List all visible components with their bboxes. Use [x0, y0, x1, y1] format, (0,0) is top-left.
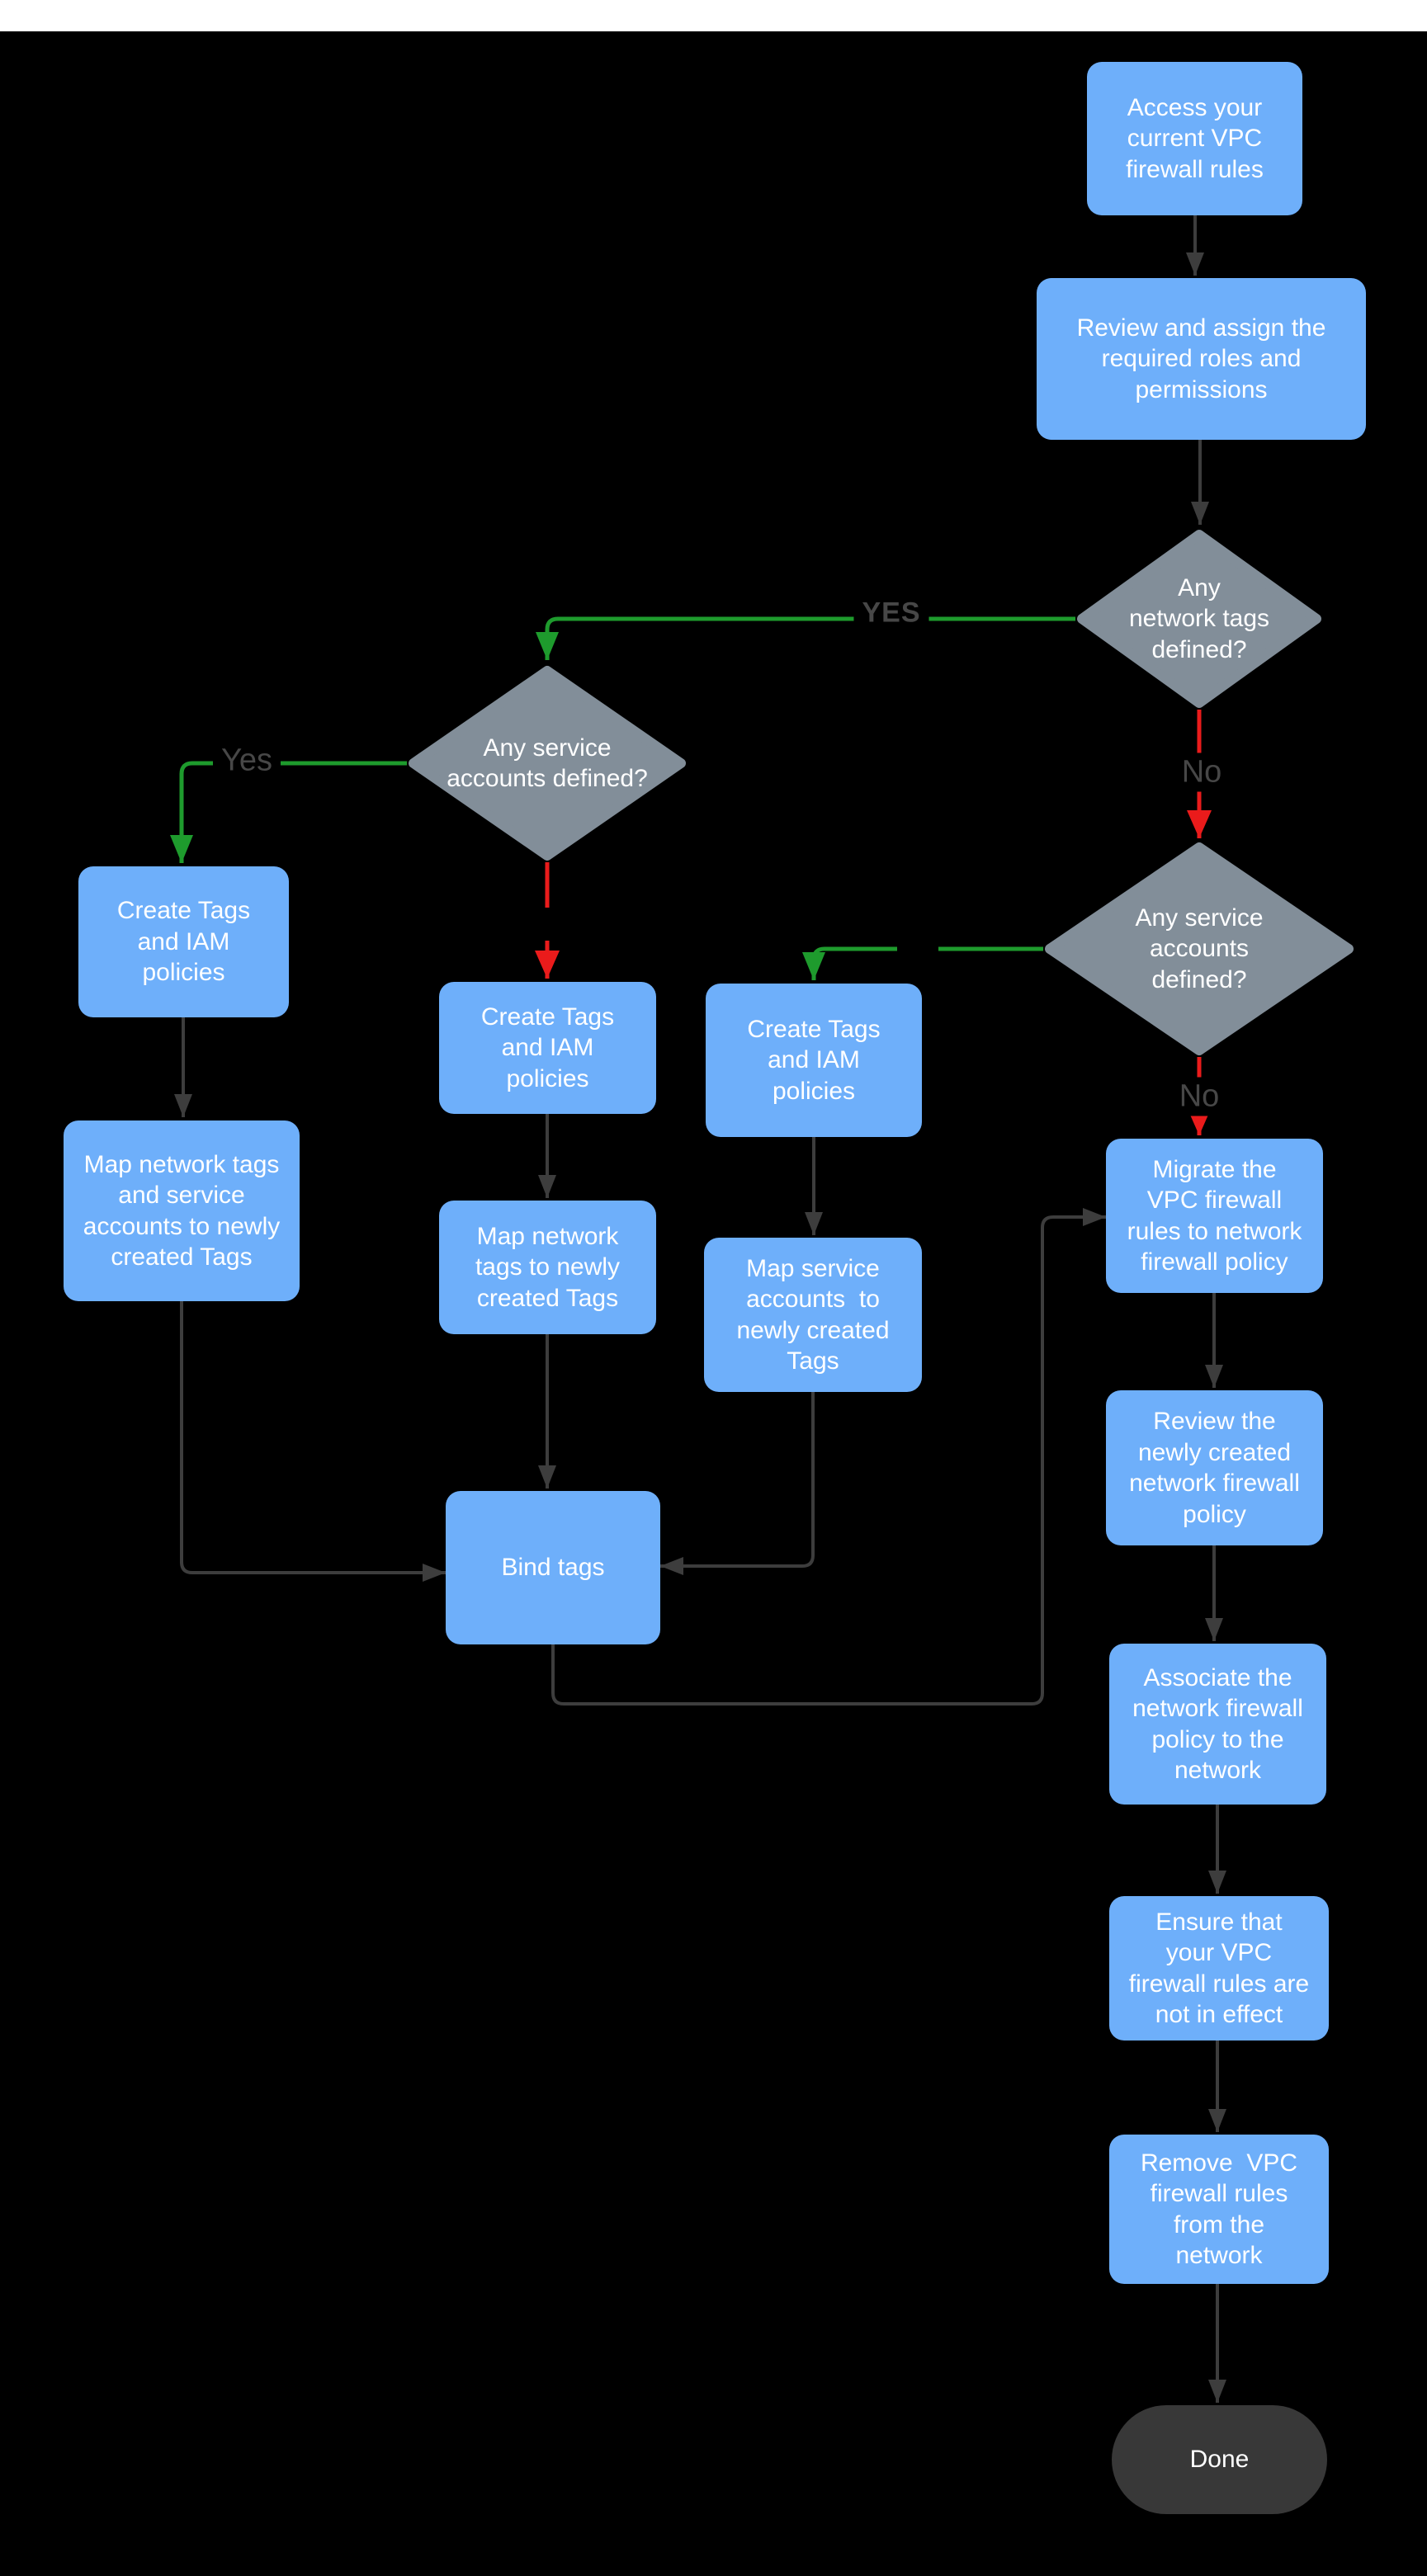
node-map-network-tags: Map network tags to newly created Tags [439, 1201, 656, 1334]
node-label: Map network tags and service accounts to… [83, 1150, 281, 1271]
diamond-shape [1077, 530, 1321, 708]
node-done-terminal: Done [1112, 2405, 1327, 2514]
node-label: Create Tags and IAM policies [480, 1003, 615, 1092]
node-map-service-accounts: Map service accounts to newly created Ta… [704, 1238, 922, 1392]
edge-label-no-network-tags: No [1173, 753, 1231, 792]
node-label: Migrate the VPC firewall rules to networ… [1127, 1155, 1302, 1276]
node-map-network-tags-service-accounts: Map network tags and service accounts to… [64, 1121, 300, 1301]
node-bind-tags: Bind tags [446, 1491, 660, 1644]
node-label: Associate the network firewall policy to… [1132, 1663, 1303, 1785]
edge-label-no-service-accounts: No [1170, 1077, 1228, 1116]
node-ensure-rules-not-in-effect: Ensure that your VPC firewall rules are … [1109, 1896, 1329, 2041]
node-migrate-vpc-rules: Migrate the VPC firewall rules to networ… [1106, 1139, 1323, 1293]
node-decision-service-accounts-right: Any service accounts defined? [1043, 841, 1355, 1057]
node-label: Any service accounts defined? [447, 734, 648, 793]
node-label: Map network tags to newly created Tags [475, 1222, 621, 1312]
node-label: Review the newly created network firewal… [1129, 1408, 1300, 1528]
node-review-firewall-policy: Review the newly created network firewal… [1106, 1390, 1323, 1545]
node-create-tags-mid: Create Tags and IAM policies [439, 982, 656, 1114]
node-associate-policy: Associate the network firewall policy to… [1109, 1644, 1326, 1805]
node-label: Bind tags [501, 1554, 605, 1582]
node-review-roles-permissions: Review and assign the required roles and… [1037, 278, 1366, 440]
node-label: Review and assign the required roles and… [1076, 314, 1326, 403]
node-label: Ensure that your VPC firewall rules are … [1128, 1908, 1310, 2029]
node-label: Remove VPC firewall rules from the netwo… [1140, 2149, 1298, 2270]
edge-label-yes-network-tags: YES [853, 595, 929, 631]
node-label: Access your current VPC firewall rules [1126, 93, 1264, 183]
node-create-tags-right: Create Tags and IAM policies [706, 984, 922, 1137]
node-decision-network-tags: Any network tags defined? [1075, 528, 1323, 710]
diamond-shape [409, 666, 686, 861]
node-label: Create Tags and IAM policies [116, 897, 251, 987]
node-label: Done [1189, 2446, 1250, 2474]
node-label: Any network tags defined? [1128, 573, 1270, 663]
diamond-shape [1045, 842, 1354, 1055]
top-white-bar [0, 0, 1427, 31]
node-label: Map service accounts to newly created Ta… [736, 1254, 890, 1375]
node-remove-vpc-rules: Remove VPC firewall rules from the netwo… [1109, 2135, 1329, 2284]
node-label: Create Tags and IAM policies [747, 1015, 881, 1105]
node-label: Any service accounts defined? [1135, 903, 1264, 993]
node-create-tags-left: Create Tags and IAM policies [78, 866, 289, 1017]
node-access-vpc-firewall-rules: Access your current VPC firewall rules [1087, 62, 1302, 215]
node-decision-service-accounts-left: Any service accounts defined? [407, 664, 688, 862]
edge-label-yes-service-accounts: Yes [213, 741, 281, 781]
